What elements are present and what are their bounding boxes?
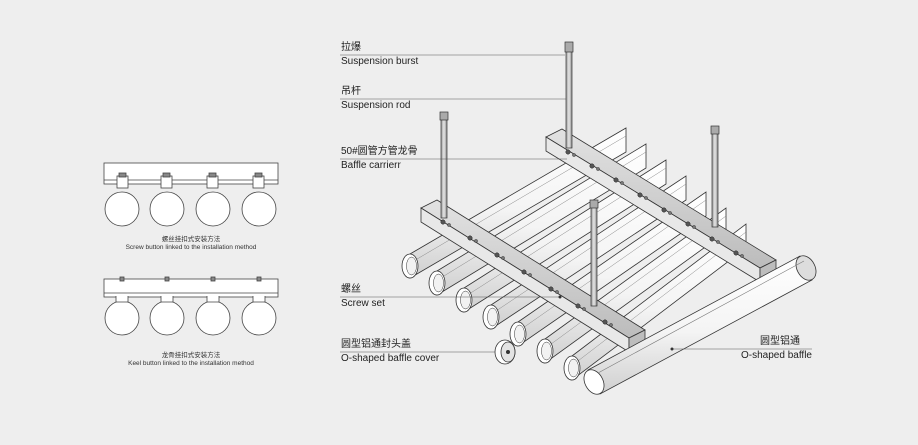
keel-method-rings (104, 300, 277, 336)
screw-13 (548, 286, 559, 294)
label-baffle-cover-zh: 圆型铝通封头盖 (341, 339, 411, 350)
screw-method-rings (104, 191, 277, 227)
screw-2 (589, 163, 600, 171)
screw-method-caption-zh: 螺丝挂扣式安装方法 (161, 236, 221, 243)
screw-method-carrier (103, 162, 279, 185)
screw-6 (685, 221, 696, 229)
screw-5 (661, 207, 672, 215)
keel-method-hooks (115, 276, 266, 303)
screw-12 (521, 269, 532, 277)
label-baffle-cover-en: O-shaped baffle cover (341, 353, 440, 364)
screw-15 (602, 319, 613, 327)
label-suspension-burst-en: Suspension burst (341, 56, 419, 67)
screw-8 (733, 250, 744, 258)
suspension-rod-3 (440, 117, 448, 219)
suspension-rod-4 (590, 205, 598, 307)
screw-9 (440, 219, 451, 227)
suspension-rod-1 (565, 47, 573, 149)
screw-1 (565, 149, 576, 157)
suspension-burst-4 (589, 199, 599, 209)
screw-10 (467, 235, 478, 243)
screw-11 (494, 252, 505, 260)
suspension-rod-2 (711, 131, 719, 228)
screw-method-caption-en: Screw button linked to the installation … (125, 244, 257, 251)
suspension-burst-2 (710, 125, 720, 135)
label-baffle-carrier-en: Baffle carrierr (341, 160, 401, 171)
keel-method-caption-en: Keel button linked to the installation m… (128, 360, 254, 367)
screw-4 (637, 192, 648, 200)
screw-3 (613, 177, 624, 185)
leader-lines (340, 54, 812, 353)
label-screw-set-en: Screw set (341, 298, 385, 309)
suspension-rods (439, 41, 720, 307)
keel-method-carrier (103, 278, 279, 298)
suspension-burst-1 (564, 41, 574, 53)
label-suspension-burst-zh: 拉爆 (341, 42, 361, 53)
o-shaped-baffle-front (583, 255, 817, 395)
label-baffle-zh: 圆型铝通 (760, 336, 800, 347)
screw-7 (709, 236, 720, 244)
label-suspension-rod-zh: 吊杆 (341, 86, 361, 97)
keel-method-detail (103, 276, 279, 336)
screw-method-clips (116, 172, 265, 189)
label-suspension-rod-en: Suspension rod (341, 100, 411, 111)
label-baffle-en: O-shaped baffle (741, 350, 812, 361)
screw-method-detail (103, 162, 279, 227)
label-baffle-carrier-zh: 50#圆管方管龙骨 (341, 146, 418, 157)
screw-sets (440, 149, 744, 327)
suspension-burst-3 (439, 111, 449, 121)
label-screw-set-zh: 螺丝 (341, 284, 361, 295)
keel-method-caption-zh: 龙骨挂扣式安装方法 (161, 352, 221, 359)
screw-14 (575, 303, 586, 311)
o-shaped-baffle-cover (494, 339, 516, 365)
